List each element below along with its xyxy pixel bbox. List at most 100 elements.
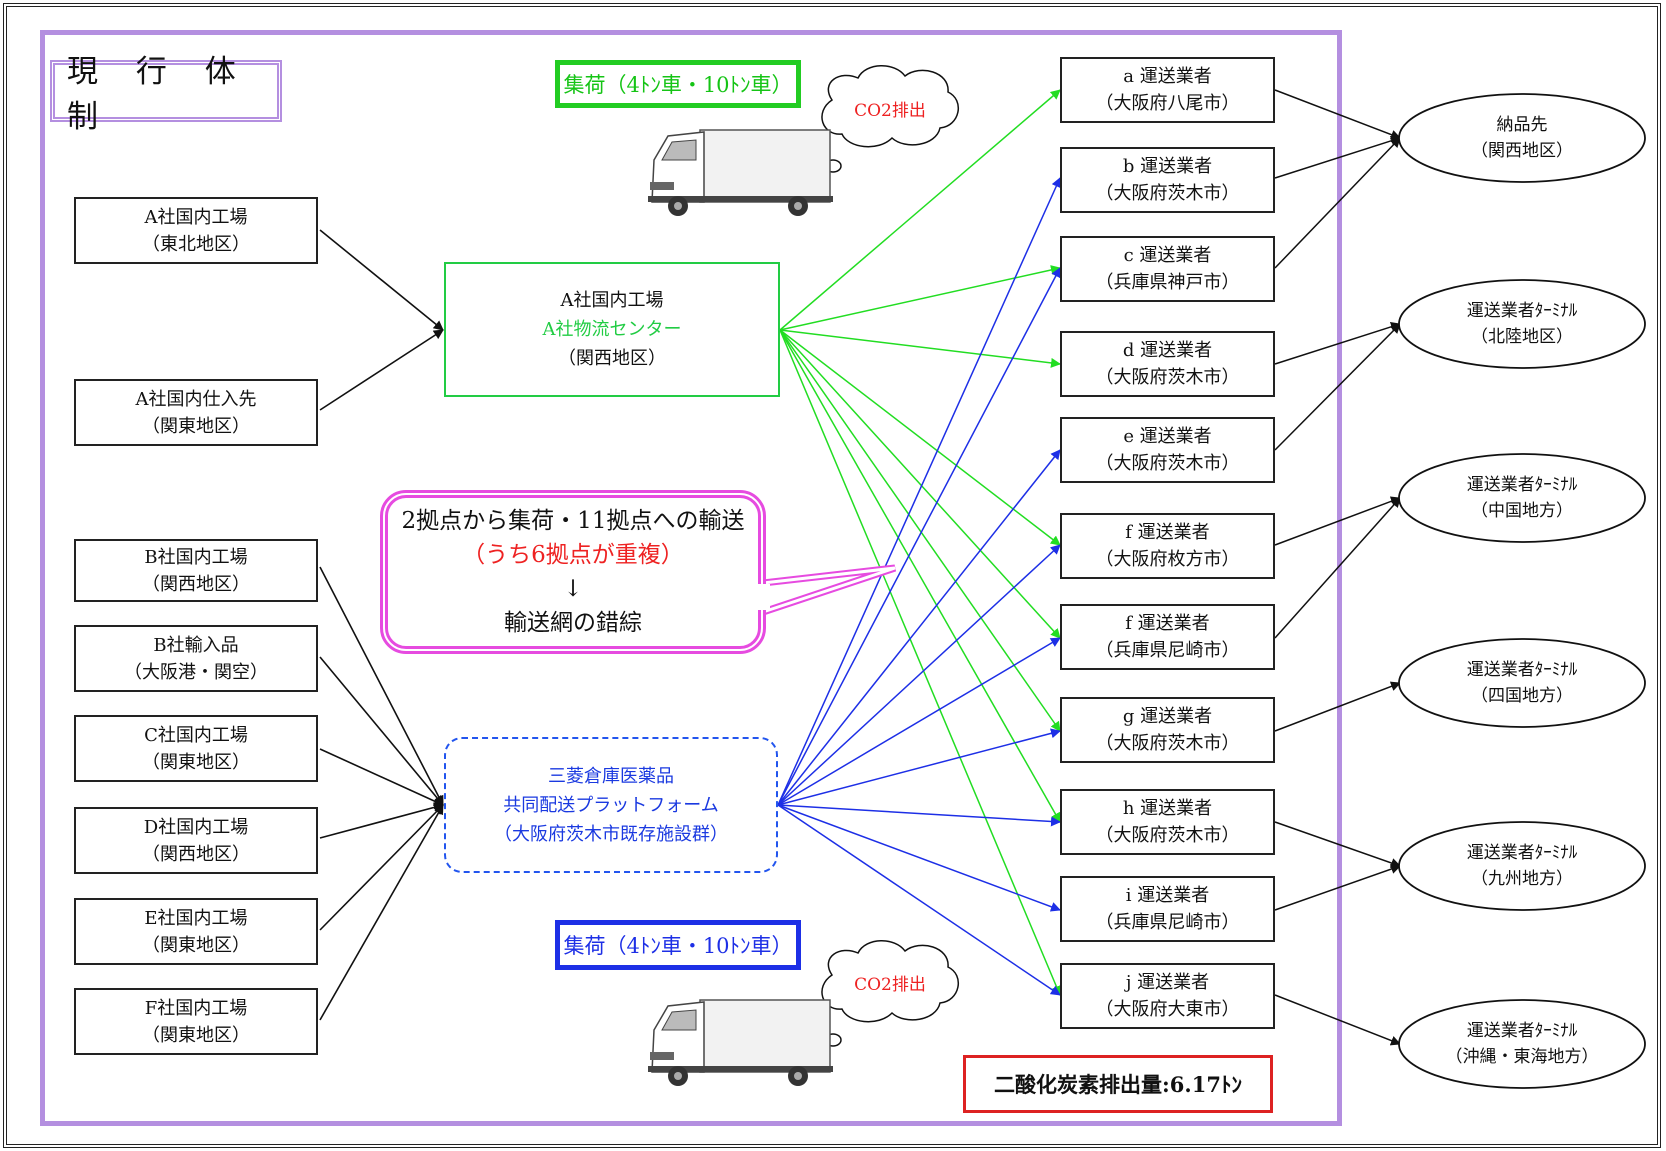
callout-join xyxy=(756,584,770,610)
edge-hubA-h xyxy=(779,329,1061,823)
source-node: B社国内工場 （関西地区） xyxy=(74,539,318,602)
source-node: B社輸入品 （大阪港・関空） xyxy=(74,625,318,692)
edge-hubB-e xyxy=(777,449,1061,806)
carrier-location: （大阪府枚方市） xyxy=(1095,549,1240,570)
destination-terminal: 運送業者ﾀｰﾐﾅﾙ （北陸地区） xyxy=(1410,292,1634,356)
carrier-location: （兵庫県尼崎市） xyxy=(1095,912,1240,933)
source-region: （関東地区） xyxy=(142,934,250,956)
callout-line1: 2拠点から集荷・11拠点への輸送 xyxy=(401,508,745,534)
source-node: F社国内工場 （関東地区） xyxy=(74,988,318,1055)
destination-terminal: 運送業者ﾀｰﾐﾅﾙ （中国地方） xyxy=(1410,466,1634,530)
source-name: A社国内工場 xyxy=(144,206,248,228)
truck-icon xyxy=(648,999,833,1086)
edge-hubB-g xyxy=(777,728,1061,806)
pickup-caption-blue: 集荷（4ﾄﾝ車・10ﾄﾝ車） xyxy=(555,920,801,970)
callout-pointer xyxy=(761,564,897,616)
callout-line2: （うち6拠点が重複） xyxy=(462,542,684,568)
edge-hubB-i xyxy=(777,804,1061,912)
edge-hubA-g xyxy=(779,329,1061,732)
edge-hubA-f2 xyxy=(779,329,1061,639)
hub-a-line2: A社物流センター xyxy=(542,319,682,340)
carrier-location: （大阪府茨木市） xyxy=(1095,825,1240,846)
destination-name: 運送業者ﾀｰﾐﾅﾙ xyxy=(1466,475,1578,495)
edge-a2-hubA xyxy=(319,329,444,411)
carrier-node: c 運送業者 （兵庫県神戸市） xyxy=(1060,236,1275,302)
source-node: D社国内工場 （関西地区） xyxy=(74,807,318,874)
destination-region: （北陸地区） xyxy=(1471,327,1573,347)
carrier-name: g 運送業者 xyxy=(1122,706,1213,727)
hub-a-logistics-center: A社国内工場 A社物流センター （関西地区） xyxy=(444,262,780,397)
carrier-name: a 運送業者 xyxy=(1123,66,1212,87)
edge-hubB-f1 xyxy=(777,544,1061,806)
carrier-name: i 運送業者 xyxy=(1125,885,1210,906)
edge-e-hokuriku xyxy=(1274,323,1401,451)
carrier-location: （大阪府茨木市） xyxy=(1095,733,1240,754)
ellipse-delivery xyxy=(1398,93,1646,183)
source-node: A社国内仕入先 （関東地区） xyxy=(74,379,318,446)
destination-delivery: 納品先 （関西地区） xyxy=(1410,106,1634,170)
hub-a-line1: A社国内工場 xyxy=(560,290,664,311)
source-name: D社国内工場 xyxy=(143,816,249,838)
hub-b-line3: （大阪府茨木市既存施設群） xyxy=(494,823,728,845)
edge-hubB-h xyxy=(777,804,1061,827)
source-region: （関東地区） xyxy=(142,751,250,773)
source-name: F社国内工場 xyxy=(144,997,248,1019)
hub-a-line3: （関西地区） xyxy=(558,348,666,369)
edge-b4-hubB xyxy=(319,802,444,839)
source-name: E社国内工場 xyxy=(144,907,248,929)
carrier-name: e 運送業者 xyxy=(1123,426,1212,447)
callout-bubble xyxy=(380,490,766,654)
carrier-location: （兵庫県尼崎市） xyxy=(1095,640,1240,661)
edge-f2-chugoku xyxy=(1274,497,1401,639)
carrier-location: （大阪府茨木市） xyxy=(1095,453,1240,474)
current-system-frame xyxy=(40,30,1342,1126)
edge-hubB-b xyxy=(777,177,1061,806)
destination-region: （四国地方） xyxy=(1471,686,1573,706)
carrier-location: （大阪府大東市） xyxy=(1095,999,1240,1020)
edge-i-kyushu xyxy=(1274,864,1401,911)
edge-j-okinawa xyxy=(1274,994,1401,1046)
source-region: （関東地区） xyxy=(142,415,250,437)
pickup-caption-green: 集荷（4ﾄﾝ車・10ﾄﾝ車） xyxy=(555,60,801,108)
co2-label-top: CO2排出 xyxy=(854,100,926,121)
carrier-location: （兵庫県神戸市） xyxy=(1095,272,1240,293)
hub-b-line1: 三菱倉庫医薬品 xyxy=(548,765,674,787)
carrier-node: i 運送業者 （兵庫県尼崎市） xyxy=(1060,876,1275,942)
edge-hubA-f1 xyxy=(779,329,1061,546)
edge-hubB-f2 xyxy=(777,637,1061,806)
edge-hubB-c xyxy=(777,267,1061,806)
edge-b2-hubB xyxy=(319,656,444,806)
page-title: 現 行 体 制 xyxy=(50,54,282,135)
callout-text: 2拠点から集荷・11拠点への輸送 （うち6拠点が重複） ↓ 輸送網の錯綜 xyxy=(392,500,754,644)
hub-b-shared-platform: 三菱倉庫医薬品 共同配送プラットフォーム （大阪府茨木市既存施設群） xyxy=(444,737,778,873)
carrier-name: b 運送業者 xyxy=(1122,156,1213,177)
carrier-node: h 運送業者 （大阪府茨木市） xyxy=(1060,789,1275,855)
carrier-node: b 運送業者 （大阪府茨木市） xyxy=(1060,147,1275,213)
destination-region: （中国地方） xyxy=(1471,501,1573,521)
ellipse-chugoku xyxy=(1398,453,1646,543)
edge-a-delivery xyxy=(1274,89,1401,140)
truck-icon xyxy=(648,129,833,216)
co2-label-bottom: CO2排出 xyxy=(854,974,926,995)
edge-hubA-j xyxy=(779,329,1062,996)
carrier-node: f 運送業者 （兵庫県尼崎市） xyxy=(1060,604,1275,670)
edge-hubA-c xyxy=(779,265,1061,331)
destination-name: 運送業者ﾀｰﾐﾅﾙ xyxy=(1466,660,1578,680)
carrier-location: （大阪府八尾市） xyxy=(1095,93,1240,114)
destination-name: 運送業者ﾀｰﾐﾅﾙ xyxy=(1466,1021,1578,1041)
carrier-node: d 運送業者 （大阪府茨木市） xyxy=(1060,331,1275,397)
edge-b-delivery xyxy=(1274,135,1401,179)
carrier-location: （大阪府茨木市） xyxy=(1095,367,1240,388)
ellipse-kyushu xyxy=(1398,821,1646,911)
source-node: A社国内工場 （東北地区） xyxy=(74,197,318,264)
edge-hubA-a xyxy=(779,89,1061,331)
source-name: C社国内工場 xyxy=(144,724,248,746)
source-region: （東北地区） xyxy=(142,233,250,255)
destination-name: 納品先 xyxy=(1496,115,1548,135)
edge-d-hokuriku xyxy=(1274,321,1401,365)
ellipse-shikoku xyxy=(1398,638,1646,728)
source-region: （大阪港・関空） xyxy=(124,661,268,683)
source-name: B社国内工場 xyxy=(144,546,248,568)
outer-frame xyxy=(3,3,1661,1148)
callout-line3: 輸送網の錯綜 xyxy=(504,610,642,636)
